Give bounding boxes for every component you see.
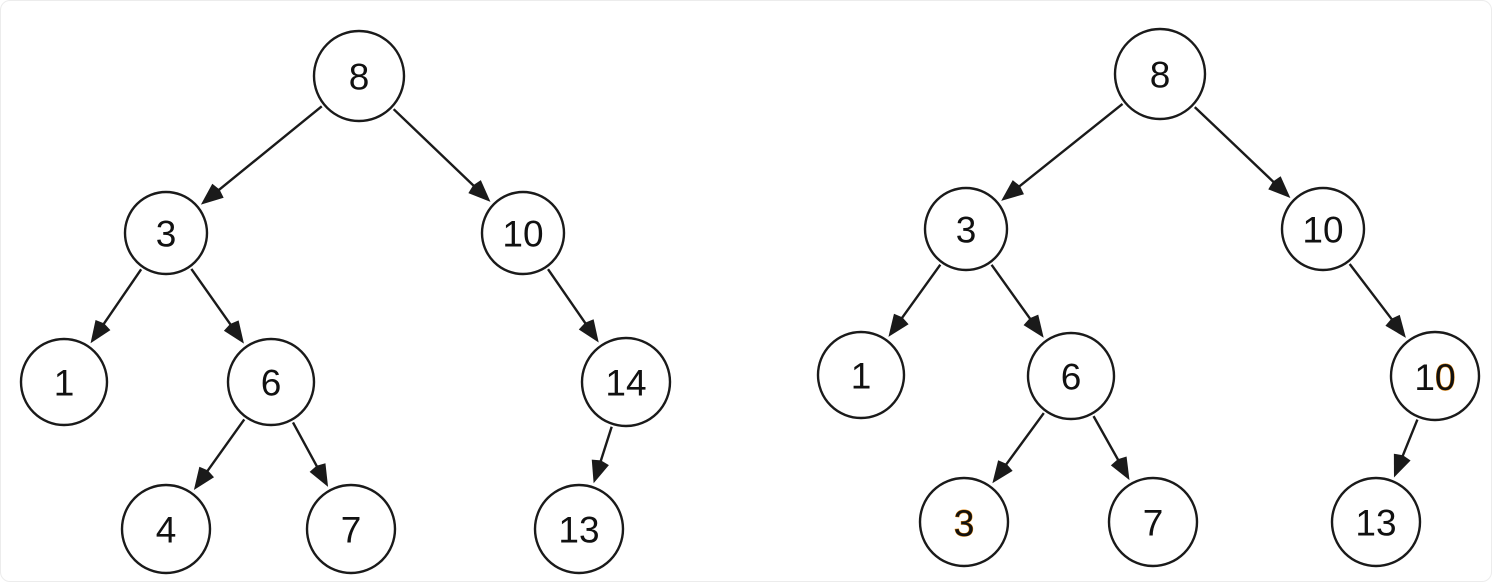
node-value-label: 13 [1355, 503, 1396, 544]
tree-node[interactable]: 4 [120, 483, 212, 575]
tree-edge [90, 268, 143, 344]
tree-node[interactable]: 8 [1113, 27, 1207, 121]
tree-node[interactable]: 6 [1026, 331, 1116, 421]
node-value-label: 1 [54, 363, 75, 404]
tree-node[interactable]: 14 [580, 336, 672, 428]
node-circle [480, 190, 566, 276]
edge-arrowhead [193, 466, 215, 490]
node-circle [1107, 476, 1199, 568]
tree-node[interactable]: 13 [533, 483, 625, 575]
node-value-label: 10 [502, 214, 543, 255]
node-circle [816, 330, 906, 420]
edge-arrowhead [888, 313, 909, 337]
tree-node[interactable]: 8 [312, 29, 406, 123]
tree-edge [190, 268, 244, 344]
tree-node[interactable]: 10 [480, 190, 566, 276]
node-circle [1280, 186, 1366, 272]
tree-edge [888, 264, 942, 337]
node-value-label: 7 [341, 510, 362, 551]
tree-node[interactable]: 10 [1280, 186, 1366, 272]
tree-node[interactable]: 3 [918, 476, 1010, 568]
tree-edge [547, 268, 599, 343]
edge-arrowhead [223, 320, 244, 344]
node-value-label: 8 [349, 57, 370, 98]
tree-node[interactable]: 10 [1389, 330, 1481, 422]
edge-arrowhead [1268, 176, 1291, 198]
edge-arrowhead [1001, 180, 1024, 201]
tree-node[interactable]: 1 [19, 337, 109, 427]
tree-edge [1348, 263, 1406, 338]
tree-node[interactable]: 7 [1107, 476, 1199, 568]
tree-edge [1193, 106, 1291, 198]
edge-arrowhead [90, 319, 111, 344]
tree-node[interactable]: 13 [1330, 476, 1422, 568]
tree-edge [591, 426, 613, 484]
node-circle [226, 337, 316, 427]
node-value-label: 7 [1143, 503, 1164, 544]
node-value-label: 3 [954, 503, 975, 544]
edge-arrowhead [578, 319, 599, 343]
tree-node[interactable]: 3 [123, 190, 209, 276]
node-value-label: 4 [156, 510, 177, 551]
tree-edge [392, 108, 491, 202]
edge-arrowhead [1385, 314, 1406, 338]
edges-layer [90, 103, 1419, 490]
node-circle [312, 29, 406, 123]
edge-arrowhead [591, 459, 609, 484]
node-value-label: 8 [1150, 55, 1171, 96]
node-circle [918, 476, 1010, 568]
tree-node[interactable]: 3 [923, 186, 1009, 272]
node-circle [305, 483, 397, 575]
node-circle [19, 337, 109, 427]
edge-arrowhead [1023, 314, 1044, 338]
node-value-label: 10 [1302, 210, 1343, 251]
node-circle [1330, 476, 1422, 568]
node-value-label: 1 [851, 356, 872, 397]
edge-arrowhead [1110, 456, 1130, 481]
edge-arrowhead [200, 183, 224, 205]
nodes-layer: 8 3 10 1 6 14 4 7 13 8 3 10 1 6 10 3 7 13 [19, 27, 1481, 575]
node-value-label: 13 [558, 510, 599, 551]
tree-node[interactable]: 6 [226, 337, 316, 427]
node-circle [1389, 330, 1481, 422]
node-value-label: 6 [1061, 357, 1082, 398]
tree-edge [291, 421, 329, 487]
tree-edge [992, 412, 1045, 484]
node-circle [923, 186, 1009, 272]
node-value-label: 6 [261, 363, 282, 404]
node-circle [1026, 331, 1116, 421]
node-circle [120, 483, 212, 575]
tree-edge [1001, 103, 1124, 201]
tree-edge [193, 418, 246, 490]
tree-edge [1092, 415, 1130, 481]
node-circle [533, 483, 625, 575]
tree-node[interactable]: 7 [305, 483, 397, 575]
edge-arrowhead [309, 463, 329, 487]
node-value-label: 14 [605, 363, 646, 404]
tree-edge [1393, 419, 1419, 478]
node-circle [580, 336, 672, 428]
node-circle [1113, 27, 1207, 121]
tree-edge [990, 264, 1044, 338]
edge-arrowhead [992, 460, 1013, 484]
tree-node[interactable]: 1 [816, 330, 906, 420]
node-circle [123, 190, 209, 276]
node-value-label: 3 [156, 214, 177, 255]
node-value-label: 3 [956, 210, 977, 251]
edge-arrowhead [468, 180, 491, 202]
edge-arrowhead [1393, 453, 1411, 478]
tree-edge [200, 105, 323, 205]
node-value-label: 10 [1414, 357, 1455, 398]
